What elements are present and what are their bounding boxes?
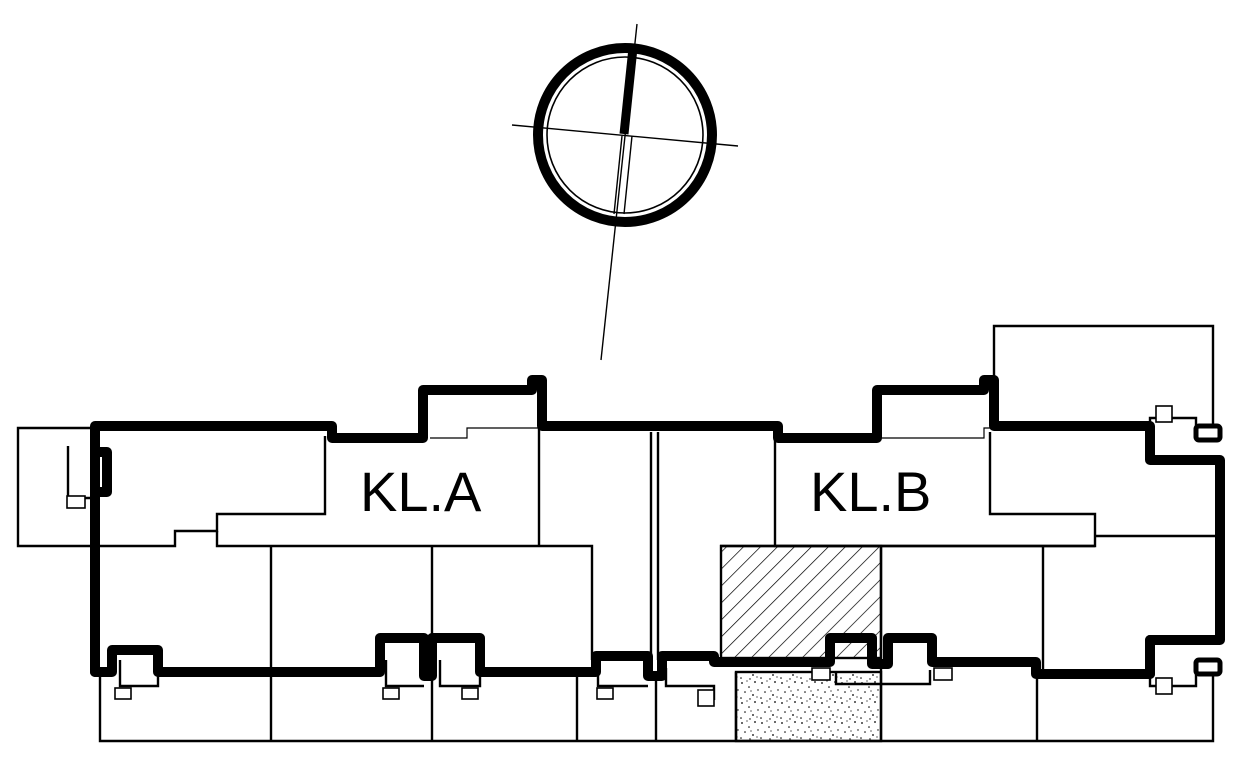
stair-icon-group	[66, 405, 1223, 707]
stippled-area	[734, 670, 883, 743]
interior-partitions	[95, 426, 1218, 743]
west-annex-outline	[16, 426, 95, 548]
exterior-walls	[90, 375, 1225, 681]
north-arrow-icon	[511, 23, 739, 361]
block-b-label: KL.B	[810, 460, 931, 523]
balcony-details	[66, 416, 1198, 700]
annex-outline	[992, 324, 1215, 430]
block-a-label: KL.A	[360, 460, 482, 523]
